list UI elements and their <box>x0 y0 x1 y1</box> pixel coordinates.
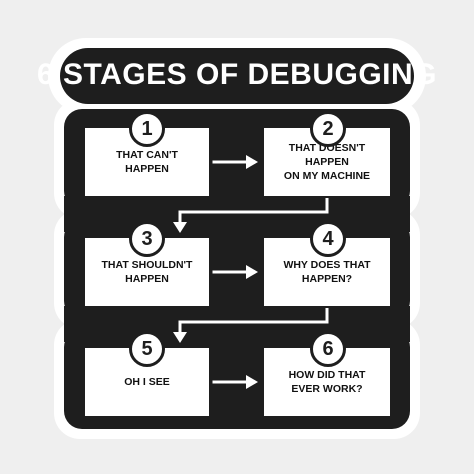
stage-6-text-line-1: HOW DID THAT <box>288 368 366 381</box>
stage-4-text-line-1: WHY DOES THAT <box>283 258 371 271</box>
stage-3-text-line-1: THAT SHOULDN'T <box>101 258 193 271</box>
stage-1-text: THAT CAN'T HAPPEN <box>116 148 178 175</box>
connector-2-to-3-head <box>173 222 187 233</box>
stage-2-text-line-1: THAT DOESN'T HAPPEN <box>288 141 366 168</box>
page-title: 6 STAGES OF DEBUGGING <box>37 58 437 91</box>
arrow-5-to-6-head <box>246 375 258 389</box>
arrow-1-to-2-head <box>246 155 258 169</box>
stage-6-number-badge: 6 <box>310 331 346 367</box>
connector-4-to-5-head <box>173 332 187 343</box>
stage-3-number-badge: 3 <box>129 221 165 257</box>
stage-4-text-line-2: HAPPEN? <box>301 273 353 285</box>
connector-4-to-5 <box>178 308 329 334</box>
stage-2-text-line-2: ON MY MACHINE <box>283 170 371 183</box>
arrow-3-to-4-head <box>246 265 258 279</box>
stage-5-text: OH I SEE <box>124 375 170 388</box>
stage-1-number-badge: 1 <box>129 111 165 147</box>
stage-6-box: HOW DID THAT EVER WORK? <box>264 348 390 416</box>
connector-2-to-3 <box>178 198 329 224</box>
stage-3-text-line-2: HAPPEN <box>125 273 169 285</box>
stage-4-number-badge: 4 <box>310 221 346 257</box>
stage-6-text-line-2: EVER WORK? <box>291 383 363 395</box>
stage-2-number-badge: 2 <box>310 111 346 147</box>
stage-5-number-badge: 5 <box>129 331 165 367</box>
